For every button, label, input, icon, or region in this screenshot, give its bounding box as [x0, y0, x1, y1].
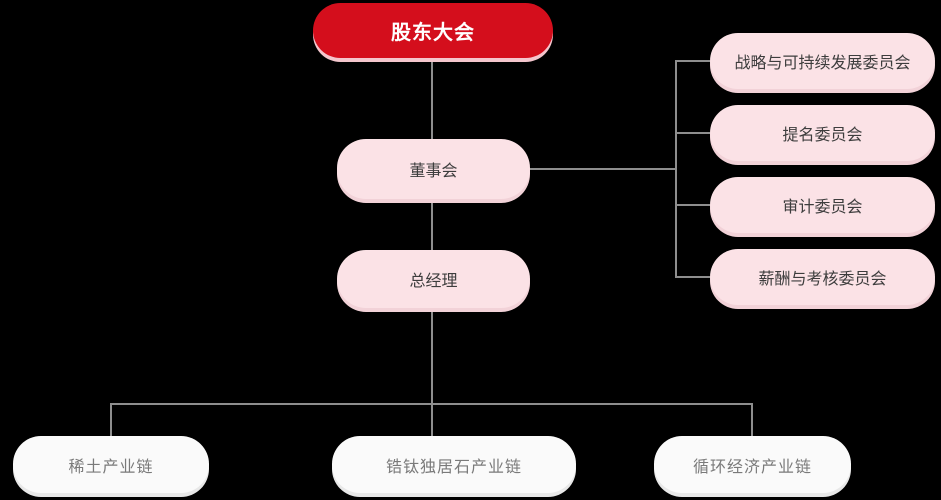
- connector-chains-horizontal: [110, 403, 753, 405]
- node-committee-nomination: 提名委员会: [710, 105, 935, 161]
- node-committee-strategy-sustainability: 战略与可持续发展委员会: [710, 33, 935, 89]
- connector-chain-left-drop: [110, 403, 112, 436]
- connector-board-gm: [431, 198, 433, 251]
- node-chain-circular-economy: 循环经济产业链: [654, 436, 851, 493]
- connector-committees-bracket: [675, 60, 677, 278]
- connector-committee-4-stub: [675, 276, 710, 278]
- connector-gm-chains-middle: [431, 307, 433, 436]
- connector-committee-1-stub: [675, 60, 710, 62]
- node-general-manager: 总经理: [337, 250, 530, 308]
- node-board-of-directors: 董事会: [337, 139, 530, 199]
- connector-chain-right-drop: [751, 403, 753, 436]
- connector-committee-2-stub: [675, 132, 710, 134]
- node-shareholders-meeting: 股东大会: [313, 3, 553, 58]
- connector-shareholders-board: [431, 57, 433, 140]
- connector-board-committees: [529, 168, 677, 170]
- node-chain-rare-earth: 稀土产业链: [13, 436, 209, 493]
- node-committee-remuneration-assessment: 薪酬与考核委员会: [710, 249, 935, 305]
- node-committee-audit: 审计委员会: [710, 177, 935, 233]
- connector-committee-3-stub: [675, 204, 710, 206]
- node-chain-zirconium-titanium-monazite: 锆钛独居石产业链: [332, 436, 576, 493]
